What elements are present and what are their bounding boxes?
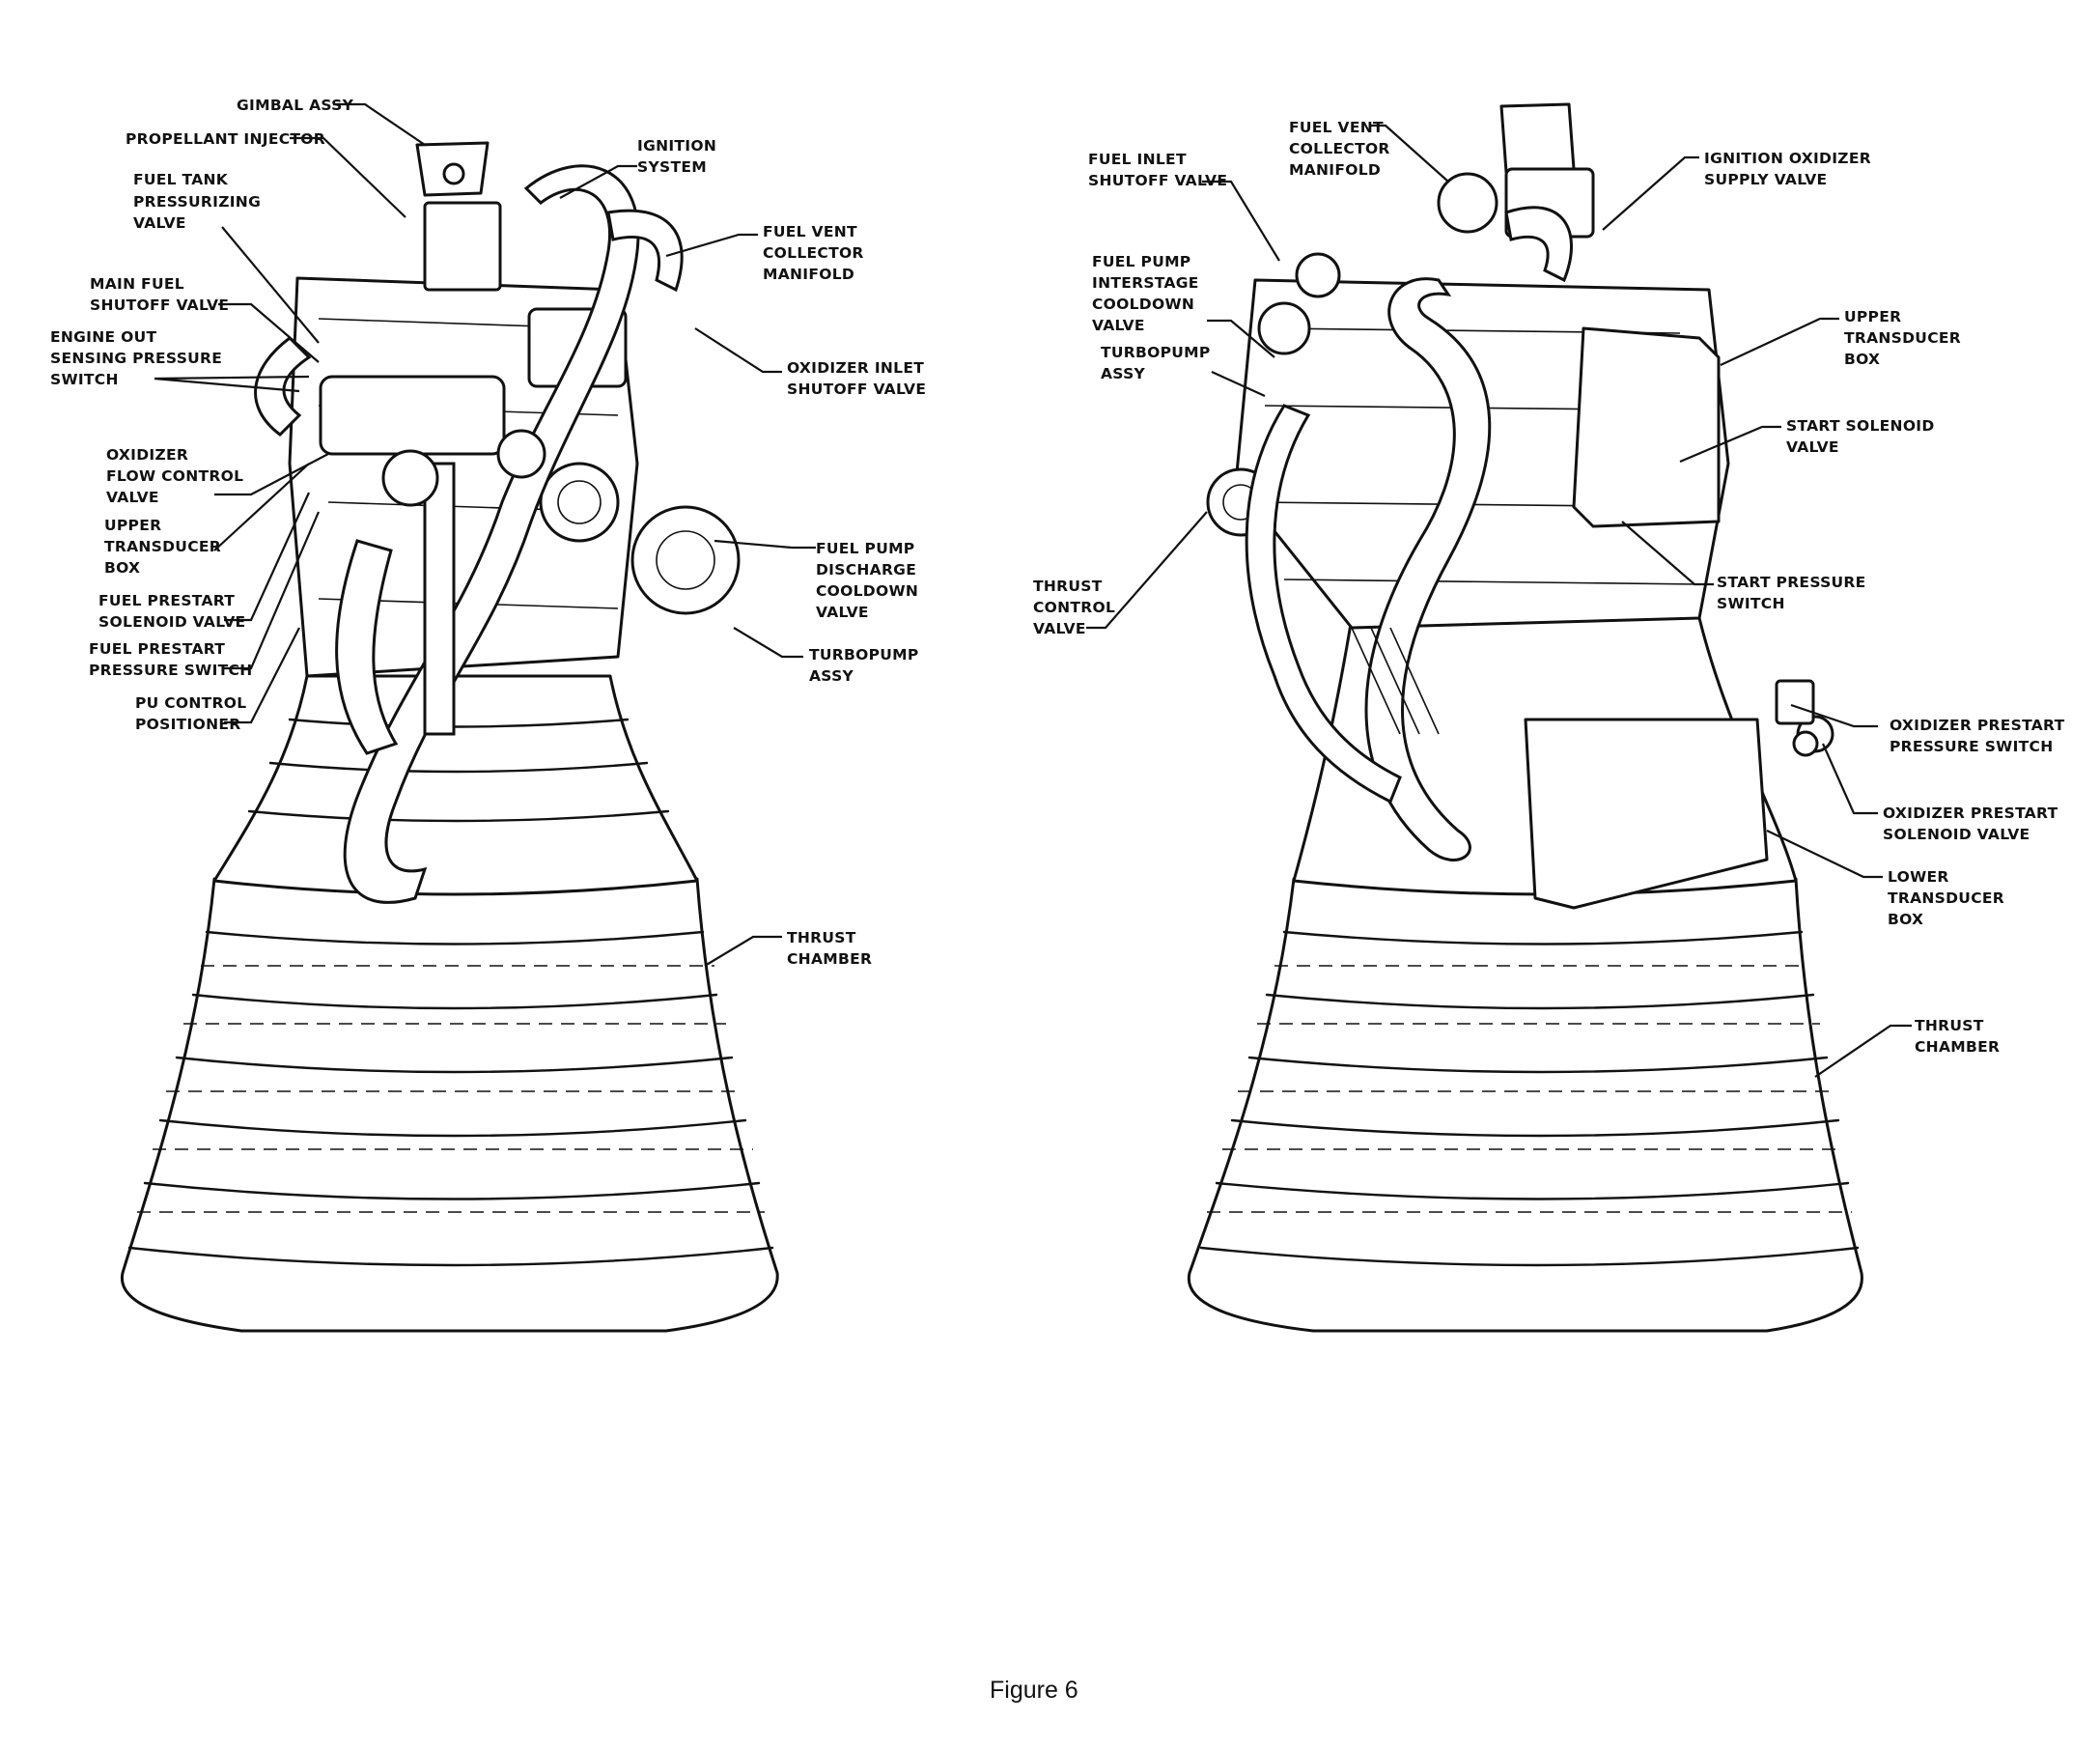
label-gimbal-assy: GIMBAL ASSY (237, 97, 354, 114)
figure-caption: Figure 6 (990, 1677, 1078, 1704)
left-leader-lines (154, 102, 816, 967)
left-engine-drawing (120, 141, 779, 1333)
label-propellant-injector: PROPELLANT INJECTOR (126, 130, 325, 148)
right-leader-lines (1086, 124, 1912, 1078)
right-engine-drawing (1187, 102, 1863, 1333)
